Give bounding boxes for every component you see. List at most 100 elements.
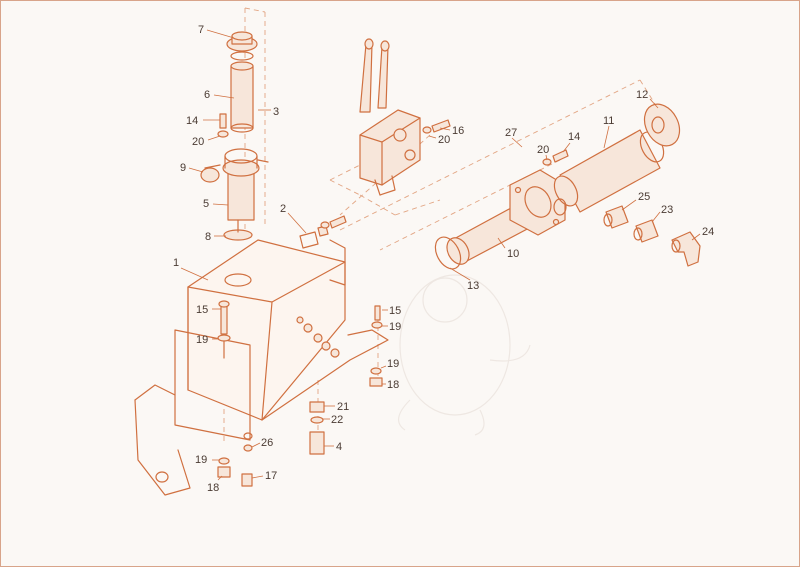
- bolt-14-right: [542, 149, 569, 166]
- label-9: 9: [180, 162, 204, 174]
- label-4: 4: [324, 441, 342, 453]
- svg-text:11: 11: [603, 115, 614, 127]
- svg-text:19: 19: [196, 334, 208, 346]
- label-14-left: 14: [186, 115, 220, 127]
- svg-text:7: 7: [198, 24, 204, 36]
- label-2: 2: [280, 203, 307, 234]
- svg-text:26: 26: [261, 437, 273, 449]
- label-7: 7: [198, 24, 235, 39]
- svg-text:20: 20: [537, 144, 549, 156]
- label-20-left: 20: [192, 135, 221, 148]
- label-17: 17: [251, 470, 277, 482]
- svg-text:19: 19: [195, 454, 207, 466]
- label-20-right: 20: [537, 144, 549, 161]
- fitting-25: [603, 205, 629, 229]
- svg-text:3: 3: [273, 106, 279, 118]
- bolt-15-left: [217, 300, 231, 342]
- label-1: 1: [173, 257, 209, 281]
- fitting-24-elbow: [671, 231, 701, 267]
- svg-text:18: 18: [207, 482, 219, 494]
- svg-text:5: 5: [203, 198, 209, 210]
- svg-text:20: 20: [192, 136, 204, 148]
- label-23: 23: [651, 204, 673, 223]
- label-26: 26: [251, 437, 273, 449]
- part-7-cap: [226, 31, 258, 61]
- label-18-lower-left: 18: [207, 475, 223, 494]
- bolt-16: [422, 119, 451, 134]
- bolt-assembly-middle: [320, 215, 347, 229]
- svg-text:9: 9: [180, 162, 186, 174]
- svg-text:14: 14: [186, 115, 198, 127]
- washer-nut-lower-left: [217, 457, 231, 478]
- label-22: 22: [323, 414, 343, 426]
- label-10: 10: [497, 237, 519, 260]
- part-12-end-cap: [643, 103, 681, 147]
- label-11: 11: [603, 115, 614, 149]
- label-24: 24: [691, 226, 714, 241]
- label-18-right: 18: [382, 379, 399, 391]
- svg-text:10: 10: [507, 248, 519, 260]
- svg-text:23: 23: [661, 204, 673, 216]
- label-19-right-lower: 19: [380, 358, 399, 370]
- part-13-ring: [434, 236, 462, 270]
- bolt-15-right: [371, 305, 383, 329]
- label-21: 21: [324, 401, 349, 413]
- svg-text:1: 1: [173, 257, 179, 269]
- label-14-right: 14: [562, 131, 580, 153]
- control-valve: [359, 38, 421, 196]
- svg-text:8: 8: [205, 231, 211, 243]
- svg-text:6: 6: [204, 89, 210, 101]
- label-16: 16: [439, 125, 464, 137]
- part-11-tube: [553, 129, 665, 216]
- labels: 7 6 3 14 20 9 5 8 2 1 15 19 16 20 27 20 …: [173, 24, 714, 494]
- svg-text:20: 20: [438, 134, 450, 146]
- svg-text:25: 25: [638, 191, 650, 203]
- tank-side-fittings: [296, 316, 340, 358]
- drain-plug-17: [241, 473, 253, 487]
- svg-text:19: 19: [387, 358, 399, 370]
- label-15-left: 15: [196, 304, 221, 316]
- svg-text:15: 15: [389, 305, 401, 317]
- label-12: 12: [636, 89, 659, 109]
- bolt-14-left: [217, 113, 229, 138]
- label-15-right: 15: [382, 305, 401, 317]
- svg-text:14: 14: [568, 131, 580, 143]
- svg-text:4: 4: [336, 441, 342, 453]
- washer-26: [243, 444, 253, 452]
- svg-text:2: 2: [280, 203, 286, 215]
- part-6-filter-cartridge: [230, 61, 254, 133]
- svg-text:22: 22: [331, 414, 343, 426]
- label-25: 25: [621, 191, 650, 211]
- svg-text:12: 12: [636, 89, 648, 101]
- watermark-logo: [398, 274, 531, 436]
- part-3-filter-housing: [204, 148, 269, 241]
- label-3: 3: [258, 106, 279, 118]
- part-1-tank: [134, 231, 389, 496]
- label-13: 13: [449, 267, 479, 292]
- label-19-lower-left: 19: [195, 454, 219, 466]
- label-19-left: 19: [196, 334, 219, 346]
- washer-nut-right: [369, 367, 383, 387]
- part-10-cylinder: [446, 169, 566, 265]
- fitting-21-22-4: [309, 401, 325, 455]
- part-9-plug: [200, 167, 220, 183]
- svg-text:13: 13: [467, 280, 479, 292]
- svg-text:24: 24: [702, 226, 714, 238]
- fitting-23: [633, 219, 659, 243]
- label-5: 5: [203, 198, 229, 210]
- svg-text:17: 17: [265, 470, 277, 482]
- svg-text:21: 21: [337, 401, 349, 413]
- svg-text:15: 15: [196, 304, 208, 316]
- label-8: 8: [205, 231, 226, 243]
- label-20-mid: 20: [428, 134, 450, 146]
- label-27: 27: [505, 127, 523, 148]
- svg-text:16: 16: [452, 125, 464, 137]
- svg-text:19: 19: [389, 321, 401, 333]
- label-19-right-upper: 19: [382, 321, 401, 333]
- svg-text:18: 18: [387, 379, 399, 391]
- svg-text:27: 27: [505, 127, 517, 139]
- label-6: 6: [204, 89, 235, 101]
